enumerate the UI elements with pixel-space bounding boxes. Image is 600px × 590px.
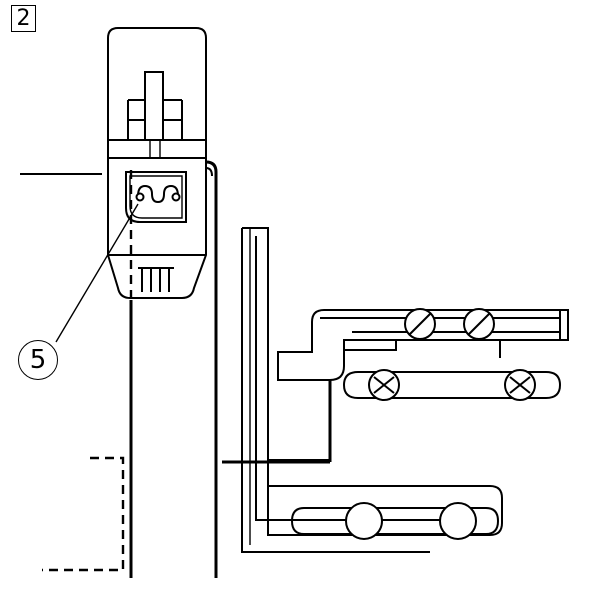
fabric-dashed-outline	[42, 456, 125, 572]
callout-leader-line	[55, 203, 139, 343]
step-number-box: 2	[11, 5, 36, 32]
bed-line-right	[205, 160, 218, 578]
guide-mounting-plate	[277, 308, 569, 401]
part-callout-5: 5	[18, 340, 58, 380]
edge-guide	[222, 227, 503, 553]
presser-foot	[107, 27, 207, 299]
